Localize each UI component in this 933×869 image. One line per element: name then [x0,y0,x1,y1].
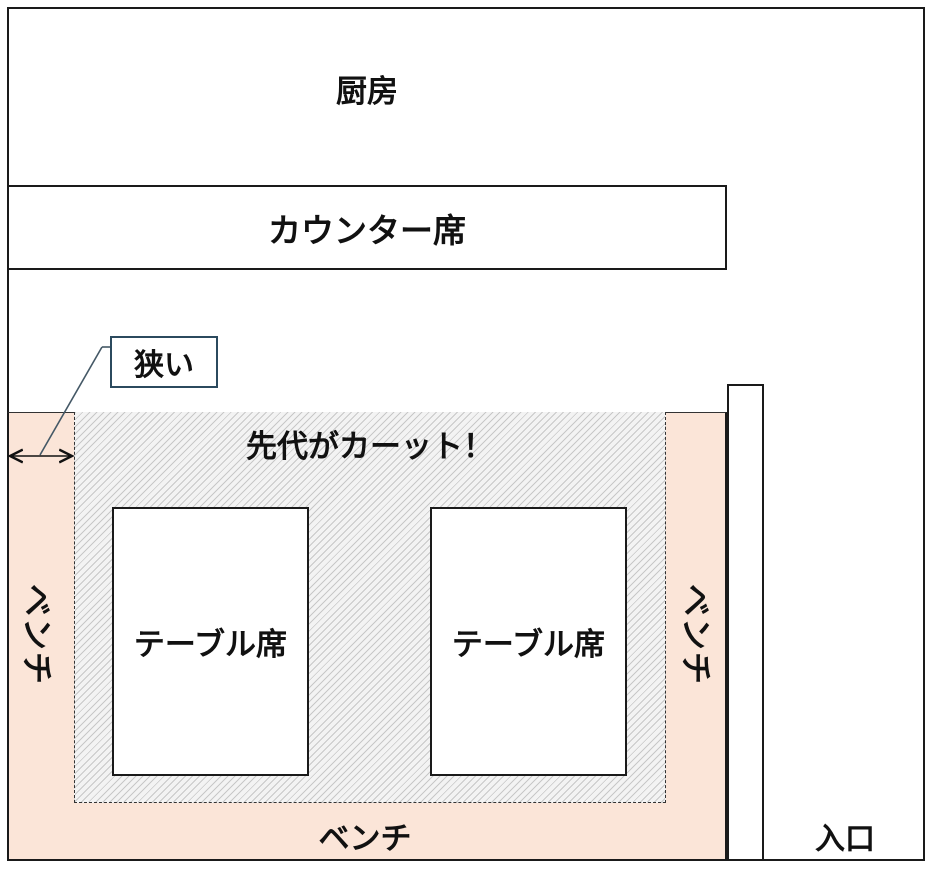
narrow-note-box: 狭い [110,336,218,388]
narrow-note-label: 狭い [134,348,194,383]
entrance-label: 入口 [815,822,875,857]
table-seat-left: テーブル席 [112,507,309,776]
kitchen-label: 厨房 [336,73,398,110]
bench-right-label: ベンチ [677,583,715,686]
table-seat-left-label: テーブル席 [133,627,288,663]
entrance-post [727,384,764,861]
cut-note-label: 先代がカーット！ [246,428,494,465]
bench-left-label: ベンチ [18,583,56,686]
counter-seats-label: カウンター席 [268,210,466,250]
table-seat-right-label: テーブル席 [451,627,606,663]
counter-seats: カウンター席 [7,185,727,270]
bench-bottom-label: ベンチ [318,820,412,857]
table-seat-right: テーブル席 [430,507,627,776]
